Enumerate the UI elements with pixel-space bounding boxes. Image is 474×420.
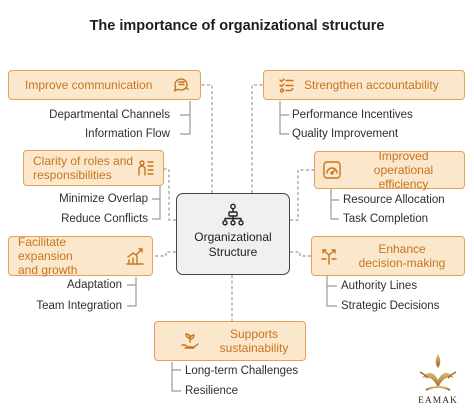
item-team-integration: Team Integration [36, 300, 122, 312]
center-label-line1: Organizational [194, 230, 272, 244]
connector-improve-communication [201, 84, 213, 193]
bracket-strengthen-accountability [279, 101, 289, 135]
item-performance-incentives: Performance Incentives [292, 109, 413, 121]
split-arrows-icon [318, 245, 340, 267]
item-quality-improvement: Quality Improvement [292, 128, 399, 140]
node-label-line2: and growth [18, 263, 78, 277]
connector-operational-efficiency [290, 169, 314, 221]
node-label: Improve communication [25, 78, 153, 92]
item-adaptation: Adaptation [67, 279, 122, 291]
plant-hand-icon [179, 330, 201, 352]
node-label-line1: Improved operational [373, 149, 434, 177]
node-strengthen-accountability: Strengthen accountability [263, 70, 465, 100]
growth-chart-icon [124, 245, 146, 267]
item-long-term-challenges: Long-term Challenges [185, 365, 299, 377]
eamak-logo: EAMAK [416, 352, 460, 414]
node-label-line1: Facilitate expansion [18, 235, 73, 263]
node-improve-communication: Improve communication [8, 70, 201, 100]
bracket-facilitate-expansion [127, 277, 137, 307]
connector-decision-making [290, 251, 311, 257]
bracket-clarity-of-roles [152, 185, 161, 220]
node-facilitate-expansion: Facilitate expansion and growth [8, 235, 153, 277]
center-node-organizational-structure: Organizational Structure [176, 193, 290, 275]
node-label-group: Improved operational efficiency [349, 149, 458, 191]
bracket-operational-efficiency [330, 189, 339, 220]
item-reduce-conflicts: Reduce Conflicts [61, 213, 148, 225]
connector-facilitate-expansion [153, 251, 176, 257]
org-chart-icon [222, 203, 244, 226]
checklist-icon [276, 74, 298, 96]
node-clarity-of-roles: Clarity of roles and responsibilities [23, 150, 164, 186]
node-label-line2: decision-making [358, 256, 446, 270]
item-task-completion: Task Completion [343, 213, 429, 225]
item-departmental-channels: Departmental Channels [49, 109, 170, 121]
center-label-line2: Structure [208, 245, 258, 259]
node-label-group: Facilitate expansion and growth [18, 235, 124, 277]
node-label-group: Enhance decision-making [346, 242, 458, 270]
item-information-flow: Information Flow [84, 128, 170, 140]
item-authority-lines: Authority Lines [341, 280, 418, 292]
node-label-line2: responsibilities [33, 168, 112, 182]
node-supports-sustainability: Supports sustainability [154, 321, 306, 361]
item-resilience: Resilience [185, 385, 239, 397]
eamak-logo-icon [419, 354, 457, 391]
logo-text: EAMAK [418, 396, 458, 406]
person-tasks-icon [135, 157, 157, 179]
node-label-line1: Enhance [378, 242, 426, 256]
gauge-icon [321, 159, 343, 181]
node-enhance-decision-making: Enhance decision-making [311, 236, 465, 276]
bracket-improve-communication [180, 101, 191, 135]
item-resource-allocation: Resource Allocation [343, 194, 445, 206]
diagram-title: The importance of organizational structu… [89, 18, 385, 34]
node-label-line1: Supports [229, 327, 279, 341]
node-label: Strengthen accountability [304, 78, 439, 92]
node-operational-efficiency: Improved operational efficiency [314, 149, 465, 191]
node-label-line1: Clarity of roles and [33, 154, 134, 168]
item-minimize-overlap: Minimize Overlap [59, 193, 148, 205]
node-label-line2: efficiency [378, 177, 429, 191]
node-label-group: Clarity of roles and responsibilities [33, 154, 135, 182]
node-label-line2: sustainability [219, 341, 289, 355]
connector-strengthen-accountability [251, 84, 263, 193]
connector-clarity-of-roles [164, 168, 176, 221]
bracket-sustainability [171, 362, 181, 392]
bracket-decision-making [326, 276, 337, 307]
item-strategic-decisions: Strategic Decisions [341, 300, 440, 312]
chat-bubble-icon [170, 74, 192, 96]
node-label-group: Supports sustainability [209, 327, 299, 355]
